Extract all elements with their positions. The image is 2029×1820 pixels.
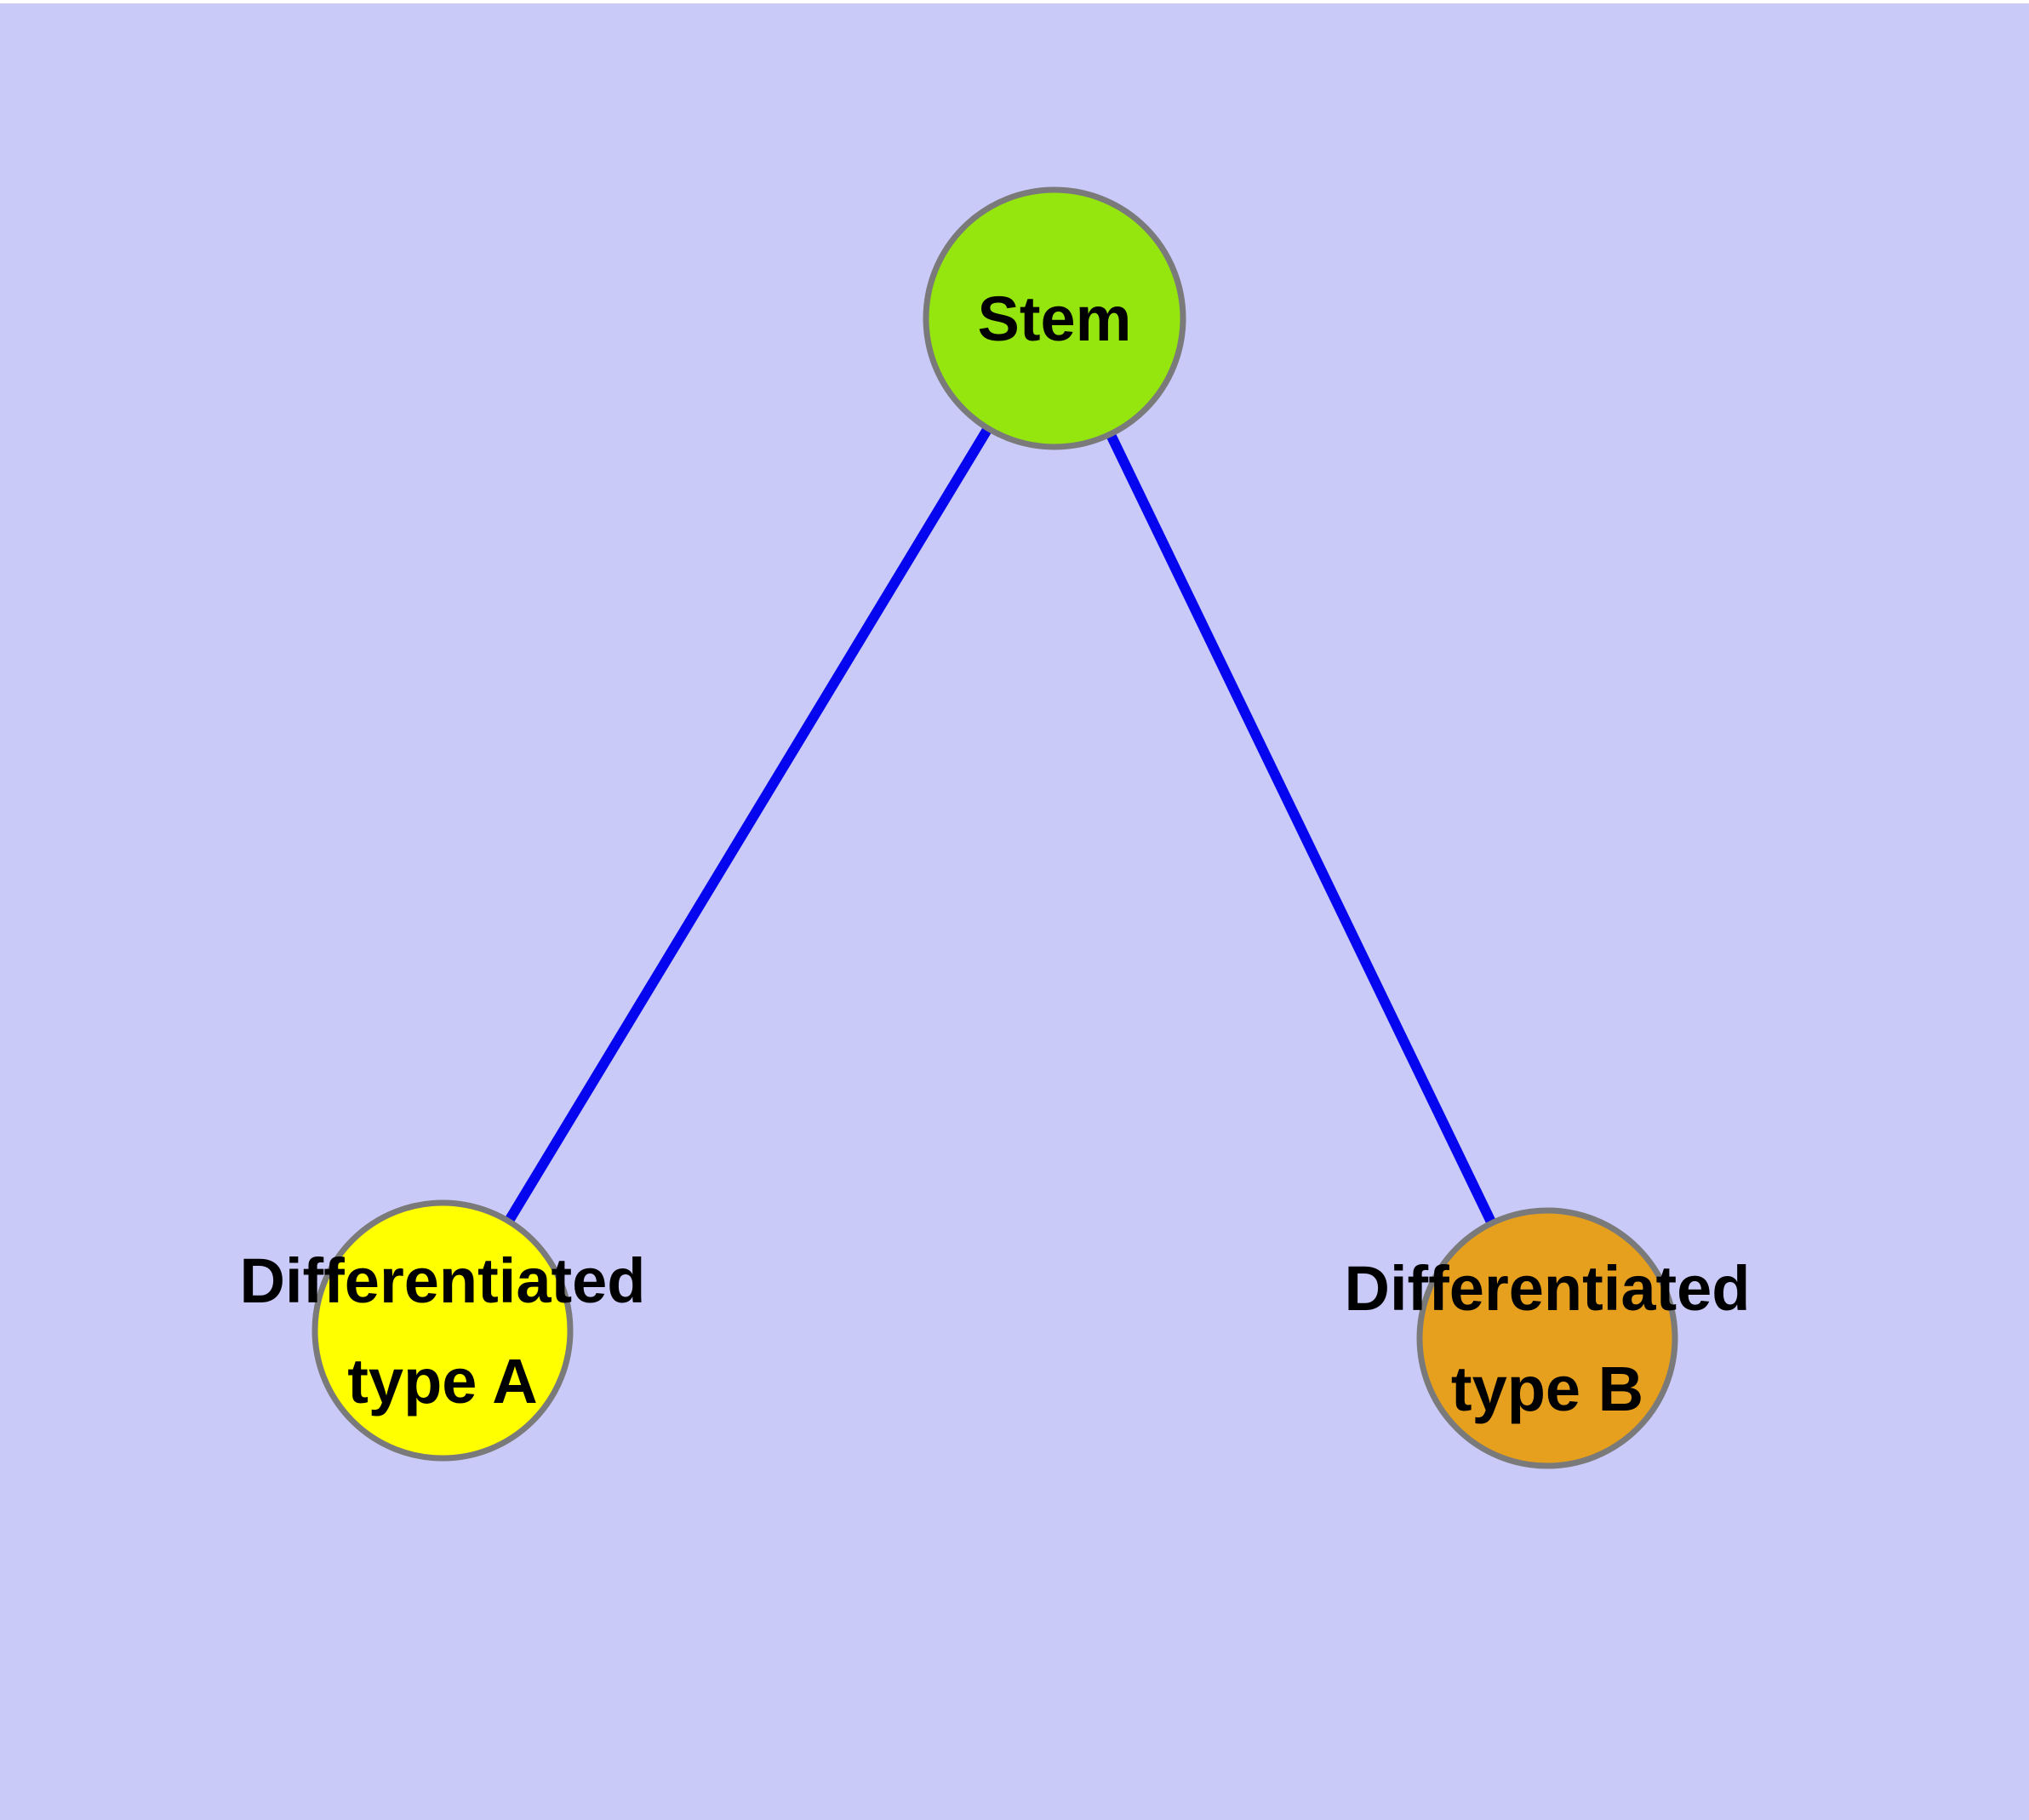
- edge-stem-to-type-a: [437, 315, 1060, 1334]
- node-label-line: Stem: [978, 283, 1132, 354]
- node-label-line: Differentiated: [1345, 1253, 1751, 1324]
- node-diff-type-b: [1416, 1207, 1678, 1469]
- node-stem: [923, 186, 1186, 450]
- edges-layer: [437, 315, 1552, 1341]
- node-label-stem: Stem: [978, 283, 1132, 354]
- node-label-line: type B: [1451, 1354, 1643, 1424]
- edge-stem-to-type-b: [1049, 316, 1552, 1341]
- node-label-diff-type-a: Differentiated type A: [240, 1245, 646, 1417]
- node-diff-type-a: [311, 1199, 574, 1462]
- node-label-line: Differentiated: [240, 1245, 646, 1316]
- node-label-diff-type-b: Differentiated type B: [1345, 1253, 1751, 1424]
- nodes-layer: [311, 186, 1678, 1469]
- node-label-line: type A: [347, 1346, 537, 1417]
